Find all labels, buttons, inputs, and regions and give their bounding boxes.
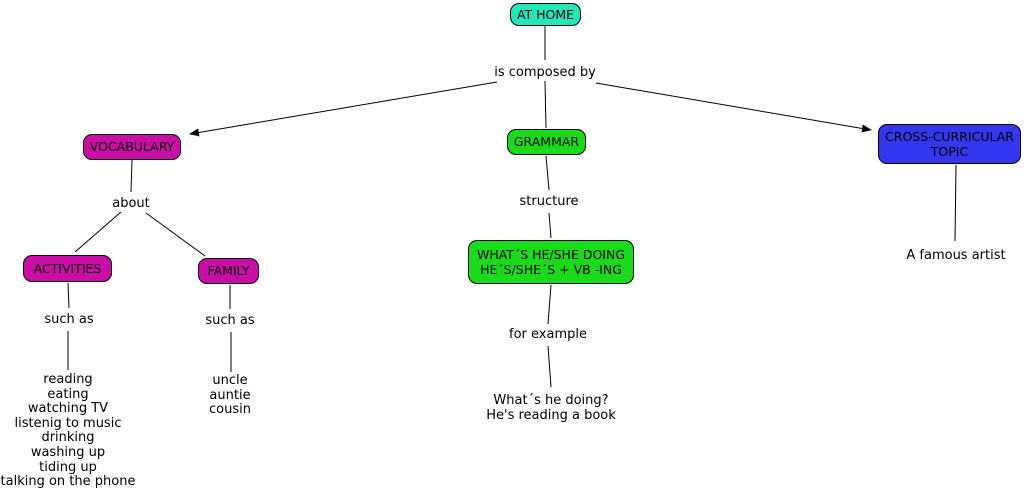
- edge-composedby-to-grammar: [544, 80, 547, 129]
- link-label-such-as-family: such as: [203, 313, 257, 328]
- edge-activities-to-suchas: [67, 282, 70, 309]
- activities-item: watching TV: [27, 401, 109, 417]
- family-item: auntie: [209, 387, 251, 403]
- edge-composedby-to-vocabulary: [189, 81, 498, 137]
- activities-item: reading: [43, 372, 93, 387]
- edge-structure-to-structurebox: [548, 212, 552, 239]
- family-item: cousin: [209, 402, 251, 418]
- node-cross-curricular-topic[interactable]: CROSS-CURRICULAR TOPIC: [878, 124, 1021, 164]
- link-label-structure: structure: [517, 194, 581, 209]
- edge-about-to-activities: [74, 211, 122, 253]
- edge-crosscurricular-to-artist: [954, 164, 957, 242]
- structure-pattern-line2: HE´S/SHE´S + VB -ING: [480, 262, 622, 277]
- node-grammar[interactable]: GRAMMAR: [507, 129, 586, 155]
- example-question: What´s he doing?: [493, 393, 609, 408]
- structure-pattern-line1: WHAT´S HE/SHE DOING: [476, 246, 626, 262]
- edge-structurebox-to-forexample: [547, 284, 552, 325]
- activities-item: eating: [47, 386, 89, 402]
- link-label-about: about: [110, 196, 152, 211]
- activities-list: reading eating watching TV listenig to m…: [0, 372, 136, 490]
- example-answer: He's reading a book: [486, 408, 616, 424]
- link-label-for-example: for example: [507, 327, 589, 342]
- link-label-such-as-activities: such as: [42, 312, 96, 327]
- family-list: uncle auntie cousin: [209, 373, 251, 418]
- edge-grammar-to-structure: [545, 155, 550, 191]
- node-family[interactable]: FAMILY: [198, 258, 259, 284]
- edge-about-to-family: [145, 212, 206, 257]
- node-structure-pattern[interactable]: WHAT´S HE/SHE DOING HE´S/SHE´S + VB -ING: [468, 240, 634, 284]
- node-activities[interactable]: ACTIVITIES: [23, 255, 112, 282]
- edge-forexample-to-dialog: [547, 345, 552, 388]
- activities-item: listenig to music: [14, 415, 122, 431]
- activities-item: washing up: [30, 444, 106, 460]
- edge-composedby-to-crosscurricular: [595, 82, 872, 133]
- family-item: uncle: [212, 373, 248, 388]
- edge-vocabulary-to-about: [130, 159, 133, 193]
- famous-artist-text: A famous artist: [906, 248, 1006, 263]
- example-dialog: What´s he doing? He's reading a book: [486, 393, 616, 423]
- node-vocabulary[interactable]: VOCABULARY: [83, 134, 181, 160]
- activities-item: talking on the phone: [0, 474, 136, 490]
- node-at-home[interactable]: AT HOME: [510, 3, 581, 26]
- link-label-is-composed-by: is composed by: [492, 65, 598, 80]
- activities-item: tiding up: [39, 459, 97, 475]
- activities-item: drinking: [41, 430, 95, 446]
